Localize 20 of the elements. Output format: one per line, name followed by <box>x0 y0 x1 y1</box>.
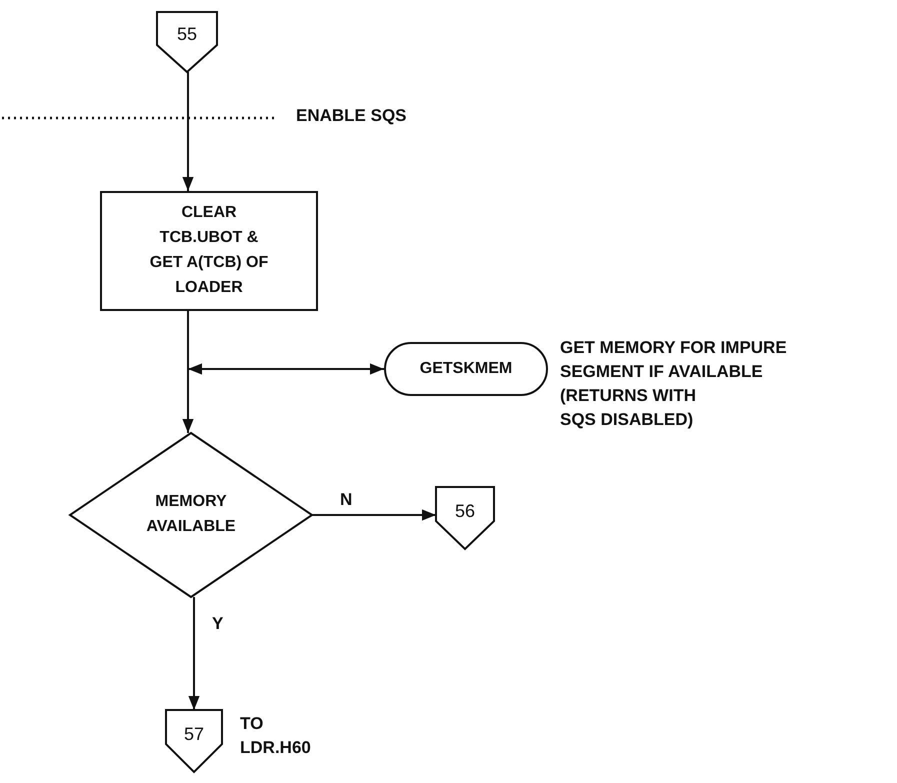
note-text: ENABLE SQS <box>296 106 407 126</box>
annotation-text: TO LDR.H60 <box>240 713 312 760</box>
arrow <box>182 72 194 191</box>
decision-diamond <box>70 433 312 597</box>
connector-number: 55 <box>176 23 198 46</box>
node-text: GETSKMEM <box>420 358 512 379</box>
offpage-connector <box>166 710 222 772</box>
arrow <box>188 363 384 375</box>
process-box <box>100 191 318 311</box>
offpage-connector <box>436 487 494 549</box>
connector-number: 56 <box>454 500 476 523</box>
node-text: MEMORY AVAILABLE <box>145 492 237 537</box>
annotation-text: GET MEMORY FOR IMPURE SEGMENT IF AVAILABLE <box>560 337 788 384</box>
connector-number: 57 <box>184 722 204 746</box>
annotation-text: (RETURNS WITH SQS DISABLED) <box>560 385 697 432</box>
node-text: CLEAR TCB.UBOT & GET A(TCB) OF LOADER <box>148 203 270 298</box>
offpage-connector <box>157 12 217 72</box>
arrow <box>312 509 436 521</box>
arrow <box>188 597 200 710</box>
arrow <box>182 311 194 433</box>
